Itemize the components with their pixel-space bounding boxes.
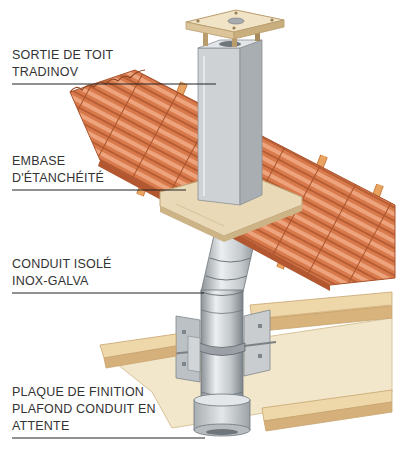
ceiling-joist <box>100 334 392 431</box>
support-strap <box>170 336 276 372</box>
leader-line <box>12 84 216 438</box>
part-label: EMBASE D'ÉTANCHÉITÉ <box>12 153 122 187</box>
roof-outlet <box>198 40 262 205</box>
part-label: CONDUIT ISOLÉ INOX-GALVA <box>12 256 132 290</box>
outlet-cap <box>186 10 284 47</box>
ceiling-finishing-plate <box>194 394 250 436</box>
part-label: PLAQUE DE FINITION PLAFOND CONDUIT EN AT… <box>12 384 164 435</box>
part-label: SORTIE DE TOIT TRADINOV <box>12 47 132 81</box>
